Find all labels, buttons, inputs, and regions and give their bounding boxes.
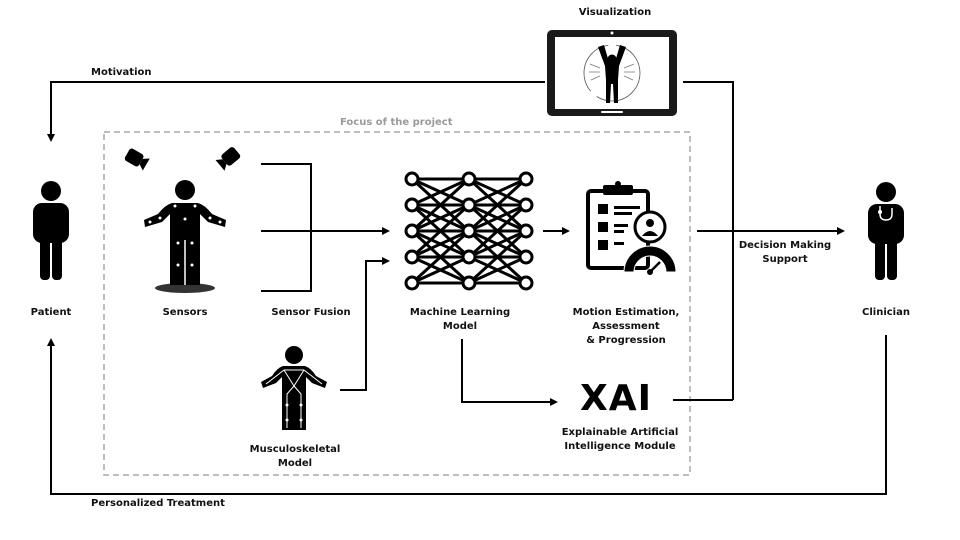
nn-node xyxy=(404,197,420,213)
motion-label-line: & Progression xyxy=(586,335,666,346)
msk-label-line: Model xyxy=(277,458,313,469)
xai-logo: XAI xyxy=(580,378,653,419)
sensor-fusion-label: Sensor Fusion xyxy=(271,307,351,318)
decision-label-line: Support xyxy=(762,254,808,265)
nn-edge xyxy=(468,203,527,233)
msk-to-ml-arrow xyxy=(340,257,390,391)
nn-edge xyxy=(411,177,470,207)
camera-icon-right xyxy=(215,147,241,171)
treatment-arrow xyxy=(47,335,887,495)
sensor-suit-person-icon xyxy=(144,180,226,293)
sensors-label: Sensors xyxy=(162,307,208,318)
xai-label: Explainable Artificial Intelligence Modu… xyxy=(555,426,685,454)
nn-edge xyxy=(411,203,470,233)
clinician-label: Clinician xyxy=(862,307,910,318)
nn-edge xyxy=(468,177,527,207)
nn-node xyxy=(461,197,477,213)
nn-node xyxy=(518,249,534,265)
msk-label: Musculoskeletal Model xyxy=(240,443,350,471)
neural-network-icon xyxy=(404,171,534,291)
motivation-arrow xyxy=(47,81,545,142)
nn-edge xyxy=(411,229,470,259)
focus-box xyxy=(103,131,691,476)
nn-edge xyxy=(467,203,528,259)
xai-label-line: Explainable Artificial xyxy=(561,427,679,438)
patient-person-icon xyxy=(33,181,69,280)
nn-edge xyxy=(410,229,471,285)
visualization-label: Visualization xyxy=(578,7,652,18)
xai-label-line: Intelligence Module xyxy=(564,441,676,452)
focus-label: Focus of the project xyxy=(340,117,453,128)
nn-edge xyxy=(411,255,470,285)
motivation-label: Motivation xyxy=(91,67,152,78)
motion-label-line: Motion Estimation, xyxy=(572,307,680,318)
ml-to-xai-arrow xyxy=(461,339,558,406)
nn-edge xyxy=(467,177,528,233)
patient-label: Patient xyxy=(30,307,72,318)
decision-label-line: Decision Making xyxy=(738,240,832,251)
nn-node xyxy=(404,275,420,291)
nn-node xyxy=(461,249,477,265)
doctor-icon xyxy=(868,182,904,280)
sensor-fusion-bracket xyxy=(261,163,312,292)
ml-model-label-line: Model xyxy=(442,321,478,332)
nn-node xyxy=(404,249,420,265)
skeleton-person-icon xyxy=(261,346,327,430)
nn-node xyxy=(404,223,420,239)
decision-support-label: Decision Making Support xyxy=(730,239,840,267)
treatment-label: Personalized Treatment xyxy=(91,498,225,509)
visualization-feedback-line xyxy=(683,81,734,400)
camera-icon-left xyxy=(124,148,150,171)
motion-label-line: Assessment xyxy=(592,321,660,332)
nn-node xyxy=(404,171,420,187)
ml-model-label: Machine Learning Model xyxy=(400,306,520,334)
nn-node xyxy=(518,275,534,291)
nn-edge xyxy=(468,255,527,285)
ml-model-label-line: Machine Learning xyxy=(409,307,511,318)
nn-edge xyxy=(468,229,527,259)
nn-node xyxy=(518,223,534,239)
nn-edge xyxy=(467,229,528,285)
nn-edge xyxy=(410,177,471,233)
nn-node xyxy=(518,197,534,213)
nn-node xyxy=(518,171,534,187)
nn-node xyxy=(461,275,477,291)
nn-edge xyxy=(410,203,471,259)
nn-node xyxy=(461,171,477,187)
clipboard-gauge-icon xyxy=(586,181,677,275)
motion-label: Motion Estimation, Assessment & Progress… xyxy=(566,306,686,348)
nn-node xyxy=(461,223,477,239)
msk-label-line: Musculoskeletal xyxy=(249,444,341,455)
tablet-icon xyxy=(547,30,677,116)
